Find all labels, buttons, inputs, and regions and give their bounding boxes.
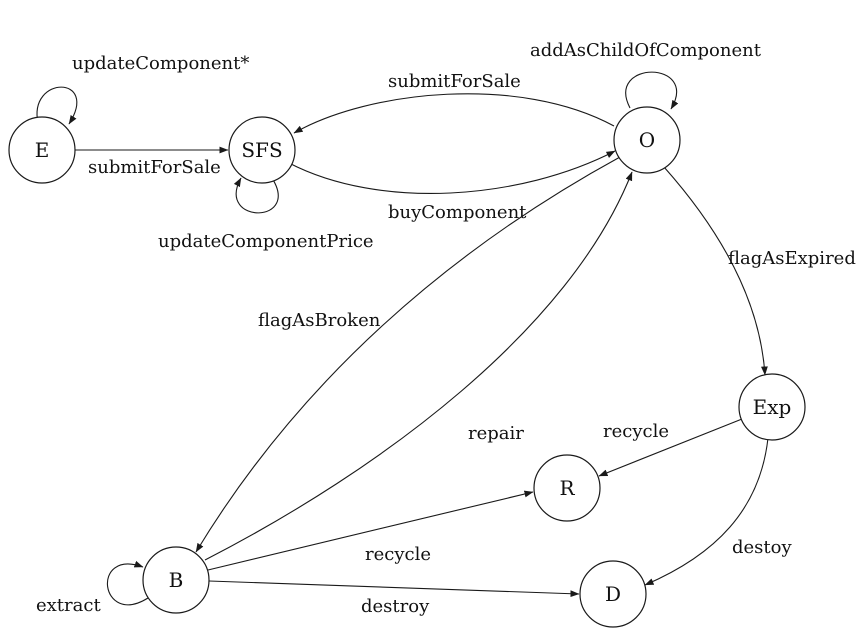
state-d: D (579, 560, 647, 628)
label-exp-to-d: destoy (732, 537, 792, 558)
edge-b-to-r (207, 490, 534, 571)
label-o-self: addAsChildOfComponent (530, 40, 762, 61)
edge-sfs-to-o (288, 150, 616, 194)
label-e-self: updateComponent* (72, 53, 249, 74)
label-b-self: extract (36, 595, 101, 616)
edge-sfs-self (233, 174, 279, 214)
edge-o-to-exp (663, 166, 768, 376)
state-exp: Exp (738, 373, 806, 441)
label-e-to-sfs: submitForSale (88, 157, 221, 178)
state-e-label: E (35, 138, 50, 162)
state-sfs: SFS (228, 116, 296, 184)
label-b-to-d: destroy (361, 596, 430, 617)
state-b: B (142, 546, 210, 614)
state-o: O (613, 106, 681, 174)
state-sfs-label: SFS (241, 138, 282, 162)
edge-exp-to-r (598, 418, 743, 477)
edge-o-to-sfs (293, 93, 615, 134)
state-e: E (8, 116, 76, 184)
state-b-label: B (169, 568, 184, 592)
edge-b-to-o (204, 171, 633, 561)
edge-e-self (36, 86, 78, 125)
label-sfs-self: updateComponentPrice (158, 231, 374, 252)
label-o-to-exp: flagAsExpired (728, 248, 856, 269)
edge-b-to-d (208, 580, 580, 598)
edge-b-self (107, 560, 149, 606)
label-b-to-o: repair (468, 423, 524, 444)
label-sfs-to-o: buyComponent (388, 202, 527, 223)
state-r-label: R (559, 476, 575, 500)
edge-o-to-b (195, 156, 621, 553)
state-r: R (533, 454, 601, 522)
label-o-to-b: flagAsBroken (258, 310, 381, 331)
state-d-label: D (605, 582, 621, 606)
edge-exp-to-d (644, 437, 769, 586)
label-o-to-sfs: submitForSale (388, 71, 521, 92)
edge-o-self (625, 71, 679, 110)
state-exp-label: Exp (753, 395, 792, 419)
label-exp-to-r: recycle (603, 421, 669, 442)
label-b-to-r: recycle (365, 544, 431, 565)
state-o-label: O (639, 128, 655, 152)
